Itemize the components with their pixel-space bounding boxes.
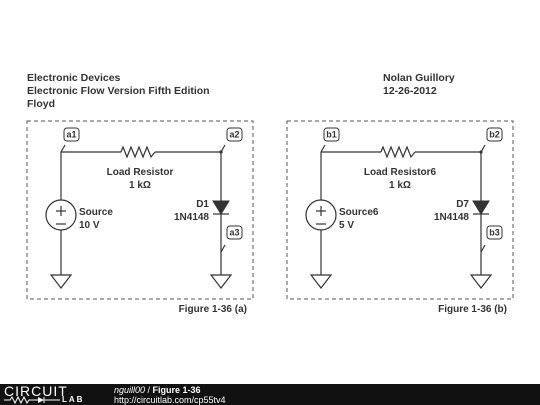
figure-label: Figure 1-36 (b) <box>438 304 507 315</box>
footer-url[interactable]: http://circuitlab.com/cp55tv4 <box>114 395 226 405</box>
circuit-b: b1 b2 b3 Load Resistor6 1 kΩ Source6 5 V D7 1N41… <box>286 120 514 315</box>
diode-triangle <box>472 200 490 215</box>
node-tag-1: a1 <box>63 127 80 142</box>
footer-title: Figure 1-36 <box>152 385 201 395</box>
resistor-value: 1 kΩ <box>129 180 151 191</box>
date: 12-26-2012 <box>383 85 437 97</box>
node-tick-3 <box>220 244 226 253</box>
node-tag-3: b3 <box>486 225 503 240</box>
resistor-symbol <box>380 145 416 159</box>
diode-part: 1N4148 <box>174 212 209 223</box>
header-left: Electronic Devices Electronic Flow Versi… <box>27 72 210 111</box>
source-value: 5 V <box>339 220 354 231</box>
node-tag-text: a2 <box>229 130 239 140</box>
resistor-symbol <box>120 145 156 159</box>
node-tick-3 <box>480 244 486 253</box>
diode-name: D1 <box>196 199 209 210</box>
node-tag-text: a1 <box>66 130 76 140</box>
schematic-canvas: a1 a2 a3 Load Resistor 1 kΩ Source 10 V D1 1N414… <box>26 120 514 315</box>
node-tick-1 <box>60 144 66 153</box>
node-tag-box <box>226 127 243 142</box>
node-tag-text: a3 <box>229 228 239 238</box>
node-tag-2: a2 <box>226 127 243 142</box>
node-tag-text: b2 <box>489 130 500 140</box>
resistor-diode-logo-icon <box>4 396 60 404</box>
header-right: Nolan Guillory 12-26-2012 <box>383 72 455 98</box>
footer-credit: nguill00 / Figure 1-36 <box>114 385 201 395</box>
ground-symbol-right <box>469 274 493 289</box>
header-line-1: Electronic Devices <box>27 72 121 84</box>
circuit-a: a1 a2 a3 Load Resistor 1 kΩ Source 10 V D1 1N414… <box>26 120 254 315</box>
resistor-name: Load Resistor6 <box>364 167 437 178</box>
footer-user[interactable]: nguill00 <box>114 385 146 395</box>
header-line-3: Floyd <box>27 98 55 110</box>
source-value: 10 V <box>79 220 100 231</box>
node-tag-box <box>63 127 80 142</box>
ground-symbol-right <box>209 274 233 289</box>
junction-dot <box>479 150 483 154</box>
diode-part: 1N4148 <box>434 212 469 223</box>
footer-separator: / <box>145 385 153 395</box>
node-tag-text: b3 <box>489 228 500 238</box>
dashed-frame <box>286 120 514 300</box>
header-line-2: Electronic Flow Version Fifth Edition <box>27 85 210 97</box>
dashed-frame <box>26 120 254 300</box>
junction-dot <box>219 150 223 154</box>
resistor-value: 1 kΩ <box>389 180 411 191</box>
source-name: Source <box>79 207 113 218</box>
node-tag-box <box>486 225 503 240</box>
brand-lab: LAB <box>62 395 85 404</box>
resistor-name: Load Resistor <box>107 167 174 178</box>
source-name: Source6 <box>339 207 379 218</box>
node-tag-box <box>486 127 503 142</box>
figure-label: Figure 1-36 (a) <box>179 304 247 315</box>
ground-symbol-left <box>49 274 73 289</box>
diode-triangle <box>212 200 230 215</box>
node-tick-1 <box>320 144 326 153</box>
node-tag-2: b2 <box>486 127 503 142</box>
node-tag-3: a3 <box>226 225 243 240</box>
node-tag-text: b1 <box>326 130 337 140</box>
ground-symbol-left <box>309 274 333 289</box>
diode-name: D7 <box>456 199 469 210</box>
footer-bar: CIRCUIT LAB nguill00 / Figure 1-36 http:… <box>0 384 540 405</box>
author-name: Nolan Guillory <box>383 72 455 84</box>
node-tag-1: b1 <box>323 127 340 142</box>
node-tag-box <box>323 127 340 142</box>
node-tag-box <box>226 225 243 240</box>
brand-circuit: CIRCUIT <box>4 383 68 399</box>
